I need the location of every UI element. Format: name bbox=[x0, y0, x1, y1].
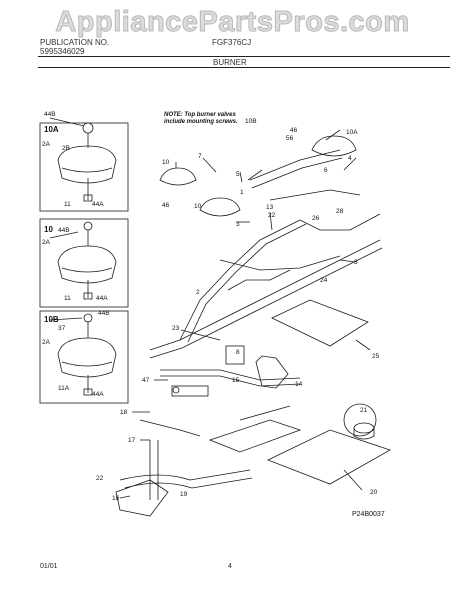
header-rule bbox=[38, 56, 450, 57]
callout-10b: 10B bbox=[245, 118, 257, 125]
callout-37: 2A bbox=[42, 141, 51, 148]
callout-45: 44A bbox=[92, 201, 104, 208]
callout-10: 10 bbox=[194, 203, 202, 210]
callout-21: 21 bbox=[360, 407, 368, 414]
callout-11: 11 bbox=[64, 295, 71, 302]
model-number: FGF376CJ bbox=[212, 38, 252, 47]
callout-23: 23 bbox=[172, 325, 180, 332]
callout-14: 14 bbox=[295, 381, 303, 388]
callout-6: 6 bbox=[324, 167, 328, 174]
callout-47: 44B bbox=[98, 310, 110, 317]
callout-8: 8 bbox=[236, 349, 240, 356]
publication-label: PUBLICATION NO. bbox=[40, 38, 110, 47]
callout-45: 44A bbox=[92, 391, 104, 398]
callout-15: 15 bbox=[232, 377, 240, 384]
callout-1: 1 bbox=[240, 189, 244, 196]
callout-22: 22 bbox=[96, 475, 104, 482]
inset-box-10b bbox=[39, 310, 129, 404]
inset-burner-10 bbox=[57, 221, 117, 300]
callout-46: 46 bbox=[290, 127, 298, 134]
callout-3: 3 bbox=[236, 221, 240, 228]
callout-37: 2A bbox=[42, 239, 51, 246]
callout-47: 44B bbox=[44, 111, 56, 118]
callout-10: 10 bbox=[162, 159, 170, 166]
callout-26: 47 bbox=[142, 377, 150, 384]
burner-cap-left bbox=[159, 135, 357, 217]
header-rule-2 bbox=[38, 67, 450, 68]
note-line-1: NOTE: Top burner valves bbox=[164, 112, 236, 118]
callout-11: 11 bbox=[64, 201, 71, 208]
callout-10a: 10A bbox=[346, 129, 358, 136]
section-title: BURNER bbox=[213, 58, 247, 67]
burner-tray-25 bbox=[271, 299, 369, 347]
part-21-circle bbox=[343, 403, 377, 437]
igniter-14 bbox=[255, 355, 289, 389]
callout-56: 56 bbox=[286, 135, 294, 142]
callout-17: 16 bbox=[112, 495, 120, 502]
inset-title-10: 10 bbox=[44, 225, 53, 234]
callout-46: 46 bbox=[162, 202, 170, 209]
callout-3: 3 bbox=[354, 259, 358, 266]
inset-title-10a: 10A bbox=[44, 125, 59, 134]
publication-number: 5995346029 bbox=[40, 47, 85, 56]
gas-manifold-assembly bbox=[149, 149, 383, 387]
callout-45: 44A bbox=[96, 295, 108, 302]
callout-44a: 2B bbox=[62, 145, 70, 152]
callout-13: 13 bbox=[266, 204, 274, 211]
callout-2b: 26 bbox=[312, 215, 320, 222]
callout-44b: 37 bbox=[58, 325, 66, 332]
inset-box-10 bbox=[39, 218, 129, 308]
footer-page: 4 bbox=[228, 563, 232, 570]
footer-date: 01/01 bbox=[40, 563, 58, 570]
callout-2: 2 bbox=[196, 289, 200, 296]
callout-22: 22 bbox=[268, 212, 276, 219]
callout-16: 19 bbox=[180, 491, 188, 498]
callout-4: 4 bbox=[348, 155, 352, 162]
diagram-code: P24B0037 bbox=[352, 511, 385, 518]
note-line-2: include mounting screws. bbox=[164, 119, 238, 125]
inset-title-10b: 10B bbox=[44, 315, 59, 324]
inset-box-10a bbox=[39, 122, 129, 212]
callout-18: 17 bbox=[128, 437, 136, 444]
callout-2a: 28 bbox=[336, 208, 344, 215]
valve-body-17 bbox=[115, 479, 169, 517]
callout-25: 25 bbox=[372, 353, 380, 360]
inset-burner-10b bbox=[57, 313, 117, 396]
burner-tray-20 bbox=[266, 429, 391, 485]
callout-24: 24 bbox=[320, 277, 328, 284]
callout-37: 2A bbox=[42, 339, 51, 346]
callout-7: 7 bbox=[198, 153, 202, 160]
inset-burner-10a bbox=[57, 122, 117, 202]
callout-47: 44B bbox=[58, 227, 70, 234]
callout-20: 20 bbox=[370, 489, 378, 496]
callout-11a: 11A bbox=[58, 385, 70, 392]
callout-19: 18 bbox=[120, 409, 128, 416]
part-8 bbox=[225, 345, 245, 365]
callout-5: 5 bbox=[236, 171, 240, 178]
